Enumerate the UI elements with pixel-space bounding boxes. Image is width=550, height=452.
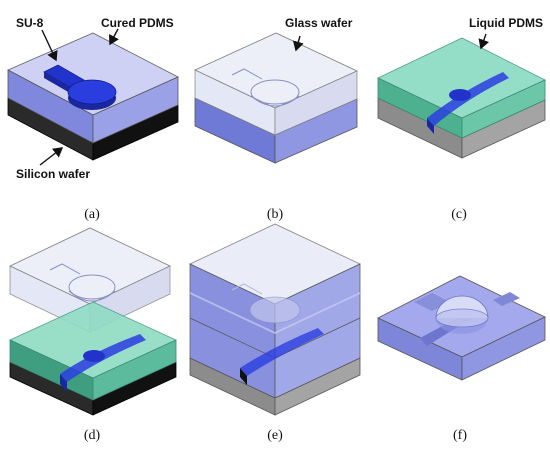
glass-base-layer — [189, 357, 361, 416]
caption-a: (a) — [84, 207, 100, 222]
panel-b — [194, 32, 358, 164]
caption-d: (d) — [83, 428, 101, 443]
panel-d — [9, 227, 177, 416]
caption-c: (c) — [451, 207, 467, 222]
caption-f: (f) — [453, 428, 467, 443]
glass-wafer-arrow — [292, 35, 304, 52]
channel-imprint — [231, 68, 300, 107]
caption-b: (b) — [266, 207, 284, 222]
final-pdms-device — [377, 275, 546, 381]
liquid-pdms-layer — [9, 301, 177, 401]
silicon-wafer-label: Silicon wafer — [16, 167, 91, 181]
panel-c — [377, 33, 546, 159]
su8-channel — [427, 72, 509, 134]
glass-wafer-layer — [194, 32, 358, 136]
su8-channel — [60, 334, 146, 392]
bonded-channel — [231, 283, 324, 385]
panel-f — [377, 275, 546, 381]
su8-arrow — [41, 29, 58, 62]
liquid-pdms-layer — [377, 37, 546, 139]
liquid-pdms-label: Liquid PDMS — [469, 16, 543, 30]
panel-e — [189, 223, 361, 416]
glass-wafer-label: Glass wafer — [285, 16, 353, 30]
panel-a — [7, 28, 179, 166]
cured-pdms-label: Cured PDMS — [101, 16, 174, 30]
silicon-wafer-arrow — [39, 147, 64, 166]
caption-e: (e) — [267, 428, 283, 443]
cured-pdms-arrow — [109, 28, 119, 46]
glass-base-layer — [377, 97, 546, 159]
bonded-pdms-stack — [189, 223, 361, 399]
channel-imprint — [49, 263, 116, 302]
liquid-pdms-arrow — [478, 33, 490, 50]
su8-structure — [43, 64, 117, 110]
su8-label: SU-8 — [16, 16, 44, 30]
